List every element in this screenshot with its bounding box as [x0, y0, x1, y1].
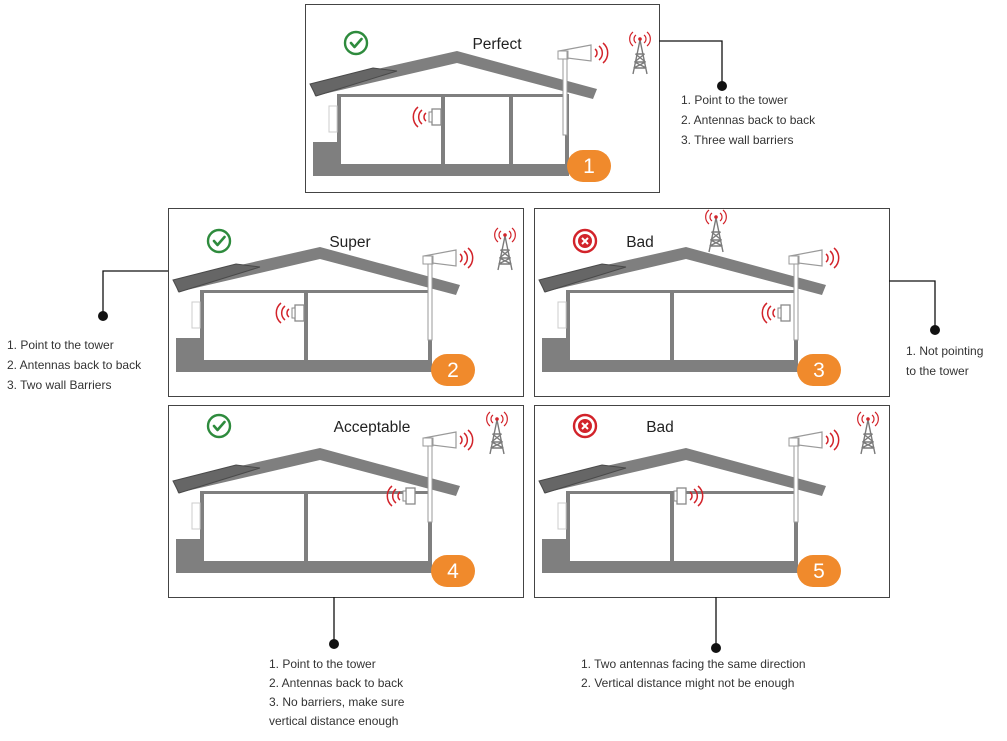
svg-text:4: 4	[447, 560, 459, 583]
note-line: 2. Antennas back to back	[681, 113, 816, 127]
house	[309, 51, 597, 176]
scenario-panel-3: Bad 3	[534, 208, 890, 397]
connector-n2	[98, 270, 168, 321]
panel-title: Super	[329, 234, 370, 251]
note-line: 1. Two antennas facing the same directio…	[581, 657, 806, 671]
note-n1: 1. Point to the tower 2. Antennas back to…	[681, 93, 816, 147]
scenario-panel-5: Bad 5	[534, 405, 890, 598]
connector-n1	[659, 40, 727, 91]
note-line: vertical distance enough	[269, 714, 398, 728]
scenario-panel-1: Perfect 1	[305, 4, 660, 193]
house	[538, 448, 826, 573]
note-line: 2. Antennas back to back	[269, 676, 404, 690]
panel-title: Bad	[626, 234, 654, 251]
note-line: 3. Three wall barriers	[681, 133, 794, 147]
note-line: 2. Vertical distance might not be enough	[581, 676, 794, 690]
note-line: 1. Point to the tower	[269, 657, 376, 671]
house	[172, 448, 460, 573]
note-n2: 1. Point to the tower 2. Antennas back to…	[7, 338, 142, 392]
connector-n4	[329, 597, 339, 649]
note-line: 1. Point to the tower	[7, 338, 114, 352]
panel-title: Bad	[646, 419, 674, 436]
svg-text:2: 2	[447, 359, 459, 382]
check-icon	[206, 413, 232, 439]
note-n5: 1. Two antennas facing the same directio…	[581, 657, 806, 690]
house	[172, 247, 460, 372]
note-line: to the tower	[906, 364, 969, 378]
scenario-panel-2: Super 2	[168, 208, 524, 397]
panel-title: Acceptable	[334, 419, 411, 436]
note-line: 3. Two wall Barriers	[7, 378, 111, 392]
check-icon	[206, 228, 232, 254]
scenario-number-badge: 2	[431, 354, 475, 386]
scenario-number-badge: 3	[797, 354, 841, 386]
note-n4: 1. Point to the tower 2. Antennas back to…	[269, 657, 405, 728]
scenario-number-badge: 4	[431, 555, 475, 587]
check-icon	[343, 30, 369, 56]
scenario-number-badge: 5	[797, 555, 841, 587]
scenario-number-badge: 1	[567, 150, 611, 182]
scenario-panel-4: Acceptable 4	[168, 405, 524, 598]
svg-text:1: 1	[583, 155, 595, 178]
note-n3: 1. Not pointing to the tower	[906, 344, 983, 378]
panel-title: Perfect	[472, 36, 522, 53]
note-line: 1. Not pointing	[906, 344, 983, 358]
note-line: 2. Antennas back to back	[7, 358, 142, 372]
connector-n5	[711, 597, 721, 653]
cross-icon	[572, 413, 598, 439]
note-line: 3. No barriers, make sure	[269, 695, 405, 709]
note-line: 1. Point to the tower	[681, 93, 788, 107]
connector-n3	[889, 280, 940, 335]
svg-text:3: 3	[813, 359, 825, 382]
cross-icon	[572, 228, 598, 254]
svg-text:5: 5	[813, 560, 825, 583]
